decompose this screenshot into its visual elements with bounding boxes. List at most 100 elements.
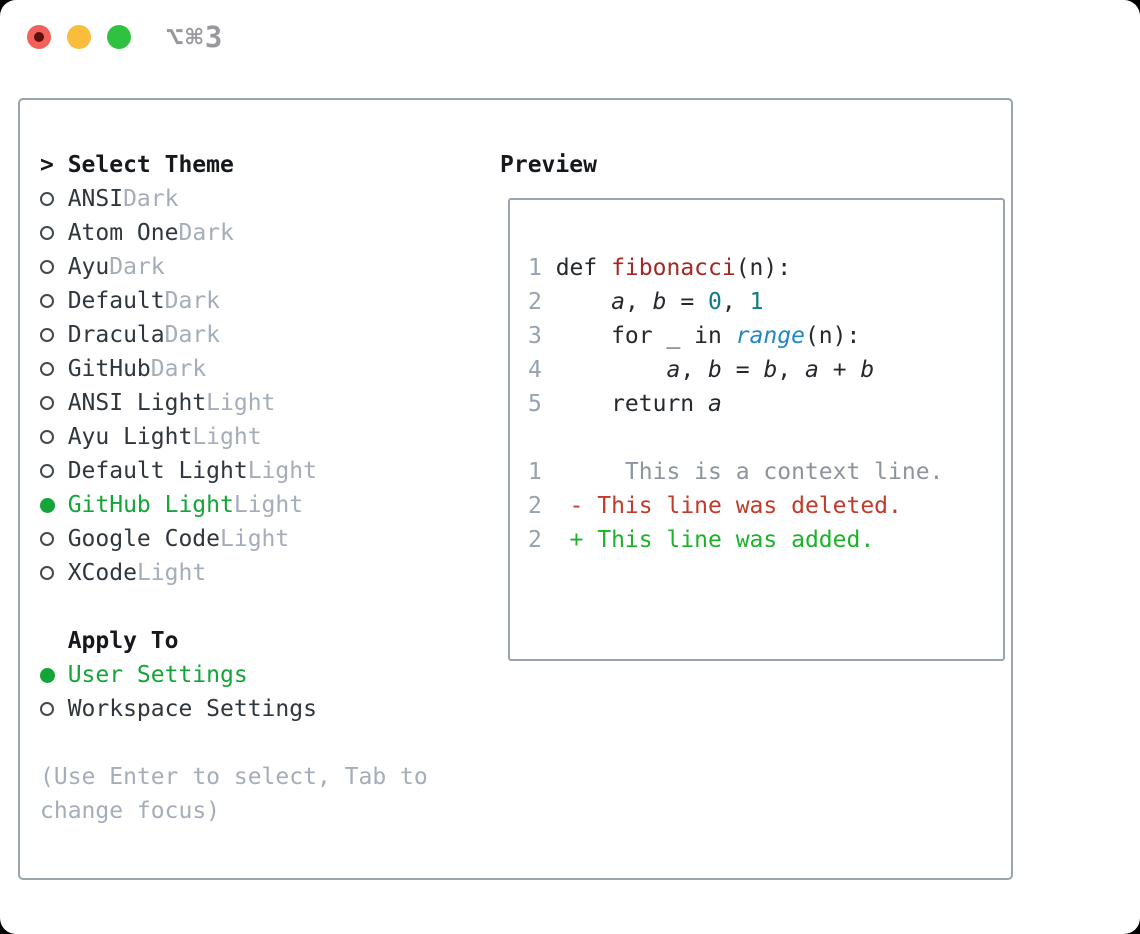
token-plain: + bbox=[818, 357, 861, 383]
select-theme-label: Select Theme bbox=[67, 152, 234, 178]
theme-variant: Dark bbox=[109, 254, 165, 280]
theme-name: Ayu bbox=[67, 254, 110, 280]
theme-option[interactable]: Ayu Light Light bbox=[40, 420, 428, 454]
code-line: 2 a, b = 0, 1 bbox=[528, 285, 1003, 319]
theme-name: Google Code bbox=[67, 526, 221, 552]
close-dot-icon bbox=[34, 32, 44, 42]
token-plain: , bbox=[680, 357, 709, 383]
code-line: 3 for _ in range(n): bbox=[528, 319, 1003, 353]
code-line: 5 return a bbox=[528, 387, 1003, 421]
token-var: b bbox=[708, 357, 722, 383]
token-del: - This line was deleted. bbox=[569, 493, 902, 519]
theme-option[interactable]: ANSI Dark bbox=[40, 182, 428, 216]
theme-option[interactable]: Ayu Dark bbox=[40, 250, 428, 284]
theme-variant: Light bbox=[247, 458, 317, 484]
theme-variant: Dark bbox=[150, 356, 207, 382]
radio-unselected-icon bbox=[40, 318, 68, 352]
preview-heading: Preview bbox=[500, 152, 597, 178]
line-content: This is a context line. bbox=[556, 455, 944, 489]
token-var: a bbox=[611, 289, 625, 315]
theme-variant: Dark bbox=[178, 220, 234, 246]
theme-name: GitHub bbox=[67, 356, 151, 382]
line-content: for _ in range(n): bbox=[555, 319, 861, 353]
theme-option[interactable]: XCode Light bbox=[40, 556, 428, 590]
theme-option[interactable]: Default Light Light bbox=[40, 454, 428, 488]
token-var: b bbox=[860, 357, 875, 383]
token-var: a bbox=[666, 357, 681, 383]
theme-option[interactable]: Dracula Dark bbox=[40, 318, 428, 352]
radio-unselected-icon bbox=[40, 216, 68, 250]
theme-variant: Light bbox=[136, 560, 207, 586]
theme-option[interactable]: Atom One Dark bbox=[40, 216, 428, 250]
radio-selected-icon bbox=[40, 488, 68, 522]
token-call: range bbox=[735, 323, 805, 349]
theme-variant: Dark bbox=[123, 186, 179, 212]
token-plain: , bbox=[721, 289, 750, 315]
line-number: 1 bbox=[528, 459, 542, 485]
radio-unselected-icon bbox=[40, 352, 68, 386]
token-var: b bbox=[652, 289, 667, 315]
line-number: 1 bbox=[528, 255, 542, 281]
maximize-button[interactable] bbox=[107, 25, 131, 49]
radio-unselected-icon bbox=[40, 522, 68, 556]
close-button[interactable] bbox=[27, 25, 51, 49]
apply-option-label: Workspace Settings bbox=[67, 696, 317, 722]
radio-unselected-icon bbox=[40, 386, 68, 420]
theme-variant: Light bbox=[220, 526, 290, 552]
token-plain: (n): bbox=[735, 255, 792, 281]
code-line: 4 a, b = b, a + b bbox=[528, 353, 1003, 387]
hint-line: (Use Enter to select, Tab to bbox=[40, 764, 428, 790]
radio-unselected-icon bbox=[40, 284, 68, 318]
prompt-marker: > bbox=[40, 148, 68, 182]
theme-option[interactable]: GitHub Light Light bbox=[40, 488, 428, 522]
apply-option[interactable]: Workspace Settings bbox=[40, 692, 428, 726]
token-num: 0 bbox=[708, 289, 722, 315]
theme-name: Dracula bbox=[67, 322, 165, 348]
apply-option-label: User Settings bbox=[67, 662, 248, 688]
token-plain: = bbox=[666, 289, 709, 315]
select-theme-header: >Select Theme bbox=[40, 148, 428, 182]
apply-option[interactable]: User Settings bbox=[40, 658, 428, 692]
line-number: 5 bbox=[528, 391, 542, 417]
theme-variant: Light bbox=[192, 424, 262, 450]
code-line: 1 This is a context line. bbox=[528, 455, 1003, 489]
hint-text: change focus) bbox=[40, 794, 428, 828]
token-var: a bbox=[805, 357, 819, 383]
theme-name: ANSI bbox=[67, 186, 124, 212]
token-plain: for _ in bbox=[555, 323, 736, 349]
line-content: a, b = 0, 1 bbox=[556, 285, 764, 319]
theme-variant: Light bbox=[233, 492, 304, 518]
token-plain: (n): bbox=[804, 323, 861, 349]
theme-option[interactable]: Google Code Light bbox=[40, 522, 428, 556]
theme-option[interactable]: Default Dark bbox=[40, 284, 428, 318]
title-bar: ⌥⌘3 bbox=[0, 0, 1140, 76]
token-plain bbox=[556, 289, 611, 315]
line-content: + This line was added. bbox=[556, 523, 875, 557]
theme-variant: Dark bbox=[164, 288, 221, 314]
token-var: b bbox=[763, 357, 778, 383]
minimize-button[interactable] bbox=[67, 25, 91, 49]
token-plain: = bbox=[721, 357, 764, 383]
token-plain: , bbox=[624, 289, 653, 315]
code-line: 1 def fibonacci(n): bbox=[528, 251, 1003, 285]
token-ctx: This is a context line. bbox=[555, 459, 944, 485]
token-plain: return bbox=[555, 391, 709, 417]
theme-name: XCode bbox=[67, 560, 137, 586]
radio-unselected-icon bbox=[40, 692, 68, 726]
token-num: 1 bbox=[749, 289, 764, 315]
token-plain bbox=[556, 357, 667, 383]
line-content: a, b = b, a + b bbox=[556, 353, 875, 387]
theme-option[interactable]: ANSI Light Light bbox=[40, 386, 428, 420]
line-content: def fibonacci(n): bbox=[556, 251, 791, 285]
line-content: return a bbox=[556, 387, 722, 421]
theme-option[interactable]: GitHub Dark bbox=[40, 352, 428, 386]
radio-unselected-icon bbox=[40, 250, 68, 284]
line-content: - This line was deleted. bbox=[556, 489, 902, 523]
spacer-row bbox=[40, 726, 428, 760]
radio-unselected-icon bbox=[40, 182, 68, 216]
token-plain bbox=[556, 527, 570, 553]
spacer-row bbox=[40, 590, 428, 624]
line-number: 2 bbox=[528, 493, 542, 519]
